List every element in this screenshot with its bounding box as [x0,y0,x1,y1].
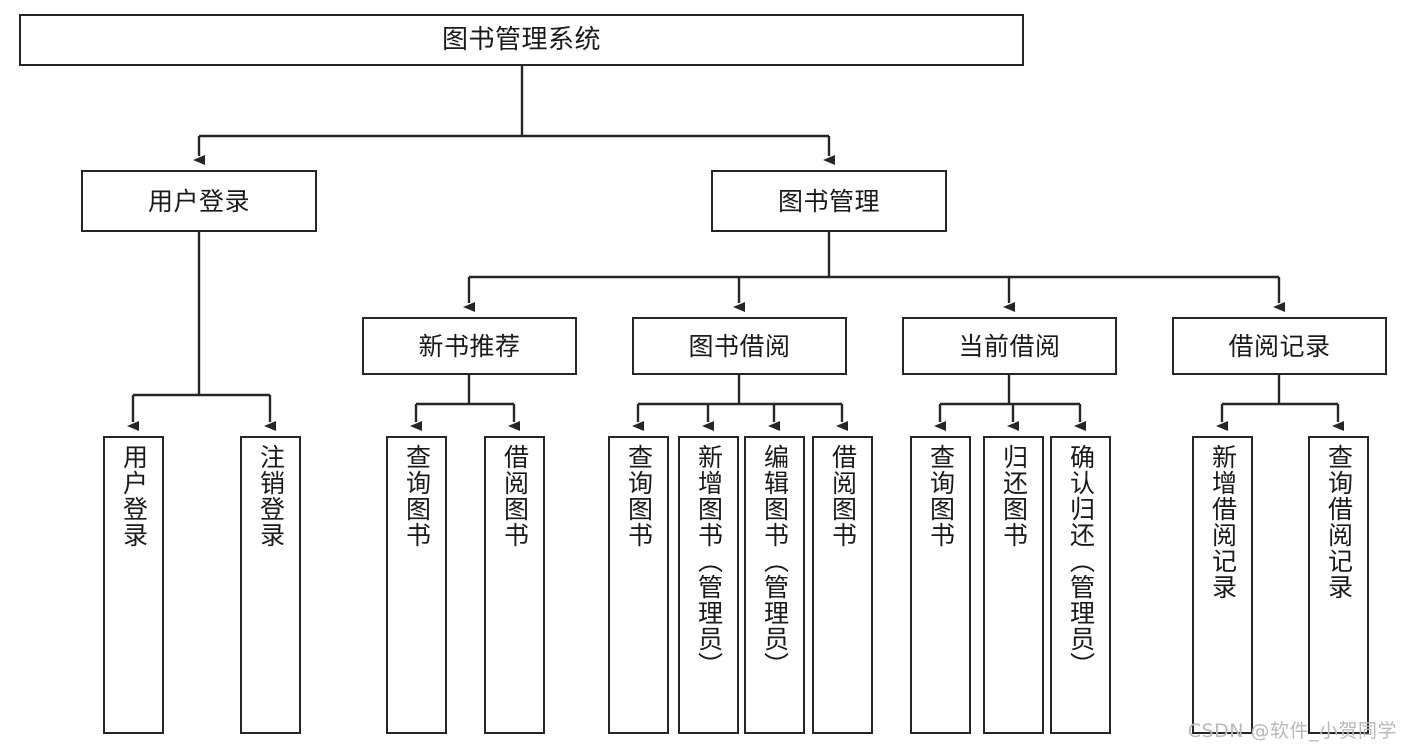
node-label: 借阅图书 [828,444,858,548]
node-label: 新增借阅记录 [1208,444,1238,600]
node-l_borrow1[interactable]: 借阅图书 [484,436,545,734]
node-label: 用户登录 [119,444,149,548]
node-label: 图书借阅 [688,331,791,361]
watermark-text: CSDN @软件_小贺同学 [1187,720,1397,742]
node-label: 用户登录 [147,186,250,216]
node-l_login[interactable]: 用户登录 [103,436,164,734]
node-label: 归还图书 [999,444,1029,548]
node-l_return[interactable]: 归还图书 [983,436,1044,734]
node-label: 确认归还（管理员） [1066,444,1096,678]
node-bookmgmt[interactable]: 图书管理 [711,170,947,232]
node-record[interactable]: 借阅记录 [1172,317,1387,375]
node-current[interactable]: 当前借阅 [902,317,1117,375]
node-borrow[interactable]: 图书借阅 [632,317,847,375]
node-label: 查询图书 [624,444,654,548]
node-label: 借阅记录 [1228,331,1331,361]
node-label: 查询图书 [402,444,432,548]
node-l_confirm[interactable]: 确认归还（管理员） [1050,436,1111,734]
node-label: 新书推荐 [418,331,521,361]
node-l_add[interactable]: 新增图书（管理员） [678,436,739,734]
node-login[interactable]: 用户登录 [81,170,317,232]
node-newbook[interactable]: 新书推荐 [362,317,577,375]
node-root[interactable]: 图书管理系统 [19,14,1024,66]
node-label: 编辑图书（管理员） [760,444,790,678]
node-label: 新增图书（管理员） [694,444,724,678]
node-label: 图书管理系统 [441,24,601,55]
node-l_queryrec[interactable]: 查询借阅记录 [1308,436,1369,734]
node-l_query3[interactable]: 查询图书 [910,436,971,734]
node-label: 查询图书 [926,444,956,548]
node-l_addrec[interactable]: 新增借阅记录 [1192,436,1253,734]
node-label: 借阅图书 [500,444,530,548]
node-label: 注销登录 [256,444,286,548]
node-label: 图书管理 [777,186,880,216]
node-l_query1[interactable]: 查询图书 [386,436,447,734]
node-label: 当前借阅 [958,331,1061,361]
node-label: 查询借阅记录 [1324,444,1354,600]
node-l_query2[interactable]: 查询图书 [608,436,669,734]
node-l_logout[interactable]: 注销登录 [240,436,301,734]
node-l_borrow2[interactable]: 借阅图书 [812,436,873,734]
node-l_edit[interactable]: 编辑图书（管理员） [744,436,805,734]
